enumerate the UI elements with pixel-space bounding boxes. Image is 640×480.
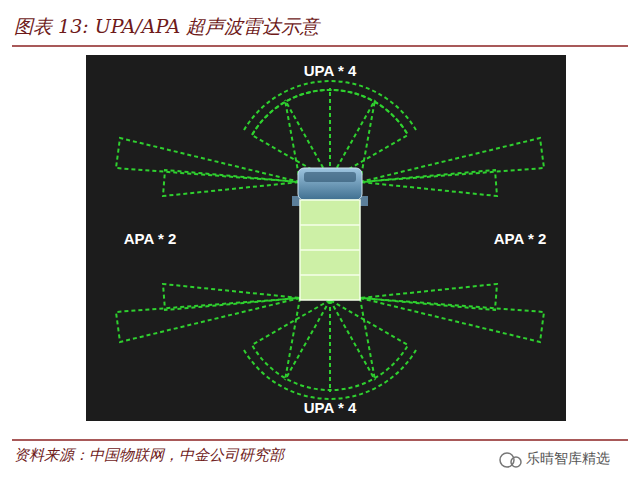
figure-title: 图表 13: UPA/APA 超声波雷达示意	[14, 14, 319, 40]
dark-panel	[86, 55, 566, 421]
sensor-label: APA * 2	[124, 230, 177, 247]
sensor-label: APA * 2	[494, 230, 547, 247]
radar-beams	[116, 81, 544, 399]
sensor-label: UPA * 4	[304, 62, 357, 79]
caption-rule	[12, 439, 628, 441]
title-rule	[12, 45, 628, 47]
sensor-label: UPA * 4	[304, 399, 357, 416]
watermark: 乐晴智库精选	[524, 450, 612, 468]
watermark-icon	[500, 453, 521, 467]
source-caption: 资料来源：中国物联网，中金公司研究部	[14, 446, 284, 465]
car	[292, 168, 368, 300]
